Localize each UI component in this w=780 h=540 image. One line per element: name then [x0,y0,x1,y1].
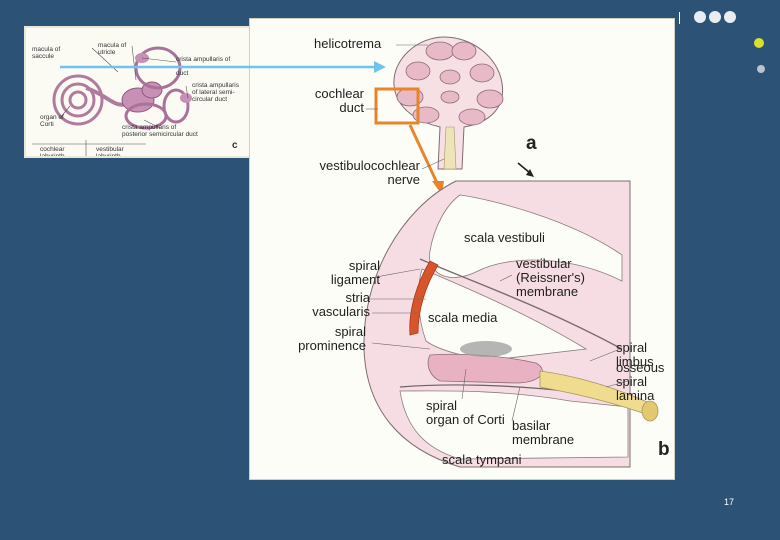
label-cochlear-duct: cochlear duct [314,86,364,115]
cochlea-cross-section-drawing [363,36,659,468]
label-spiral-prominence: spiral prominence [298,324,366,353]
cochlear-duct-section [363,180,659,468]
label-macula-utricle: macula of utricle [98,42,127,56]
label-crista-lateral: crista ampullaris of lateral semi- circu… [192,82,239,103]
label-vestibular-labyrinth: vestibular labyrinth [96,146,124,158]
label-scala-media: scala media [428,310,498,325]
slide-number: 17 [724,497,735,507]
label-duct: duct [176,70,189,77]
deco-dot [724,11,736,23]
label-cochlear-labyrinth: cochlear labyrinth [40,146,65,158]
label-spiral-limbus: spiral limbus [616,340,654,369]
label-osseous-spiral-lamina: osseous spiral lamina [616,360,665,403]
label-organ-of-corti: organ of Corti [40,114,64,128]
label-helicotrema: helicotrema [314,36,382,51]
label-spiral-organ-of-corti: spiral organ of Corti [426,398,505,427]
label-spiral-ligament: spiral ligament [330,258,380,287]
label-basilar-membrane: basilar membrane [512,418,575,447]
deco-dot [709,11,721,23]
panel-letter-b: b [658,439,670,460]
cochlear-duct-highlight [374,87,420,125]
label-scala-tympani: scala tympani [442,452,522,467]
label-macula-saccule: macula of saccule [32,46,61,60]
inner-ear-inset-figure: macula of saccule macula of utricle cris… [24,26,252,158]
panel-letter-c: c [232,140,238,151]
deco-dot [694,11,706,23]
label-vestibular-membrane: vestibular (Reissner's) membrane [516,256,585,299]
deco-dot-accent [754,38,764,48]
label-crista-anterior: crista ampullaris of [176,56,231,63]
cochlea-figure: helicotrema cochlear duct vestibulocochl… [249,18,675,480]
label-stria-vascularis: stria vascularis [312,290,370,319]
cochlea-section [393,36,504,170]
deco-dot [757,65,765,73]
label-vestibulocochlear-nerve: vestibulocochlear nerve [319,158,420,187]
panel-letter-a: a [526,133,537,154]
label-scala-vestibuli: scala vestibuli [464,230,545,245]
header-divider [679,12,680,24]
label-crista-posterior: crista ampullaris of posterior semicircu… [122,124,198,138]
